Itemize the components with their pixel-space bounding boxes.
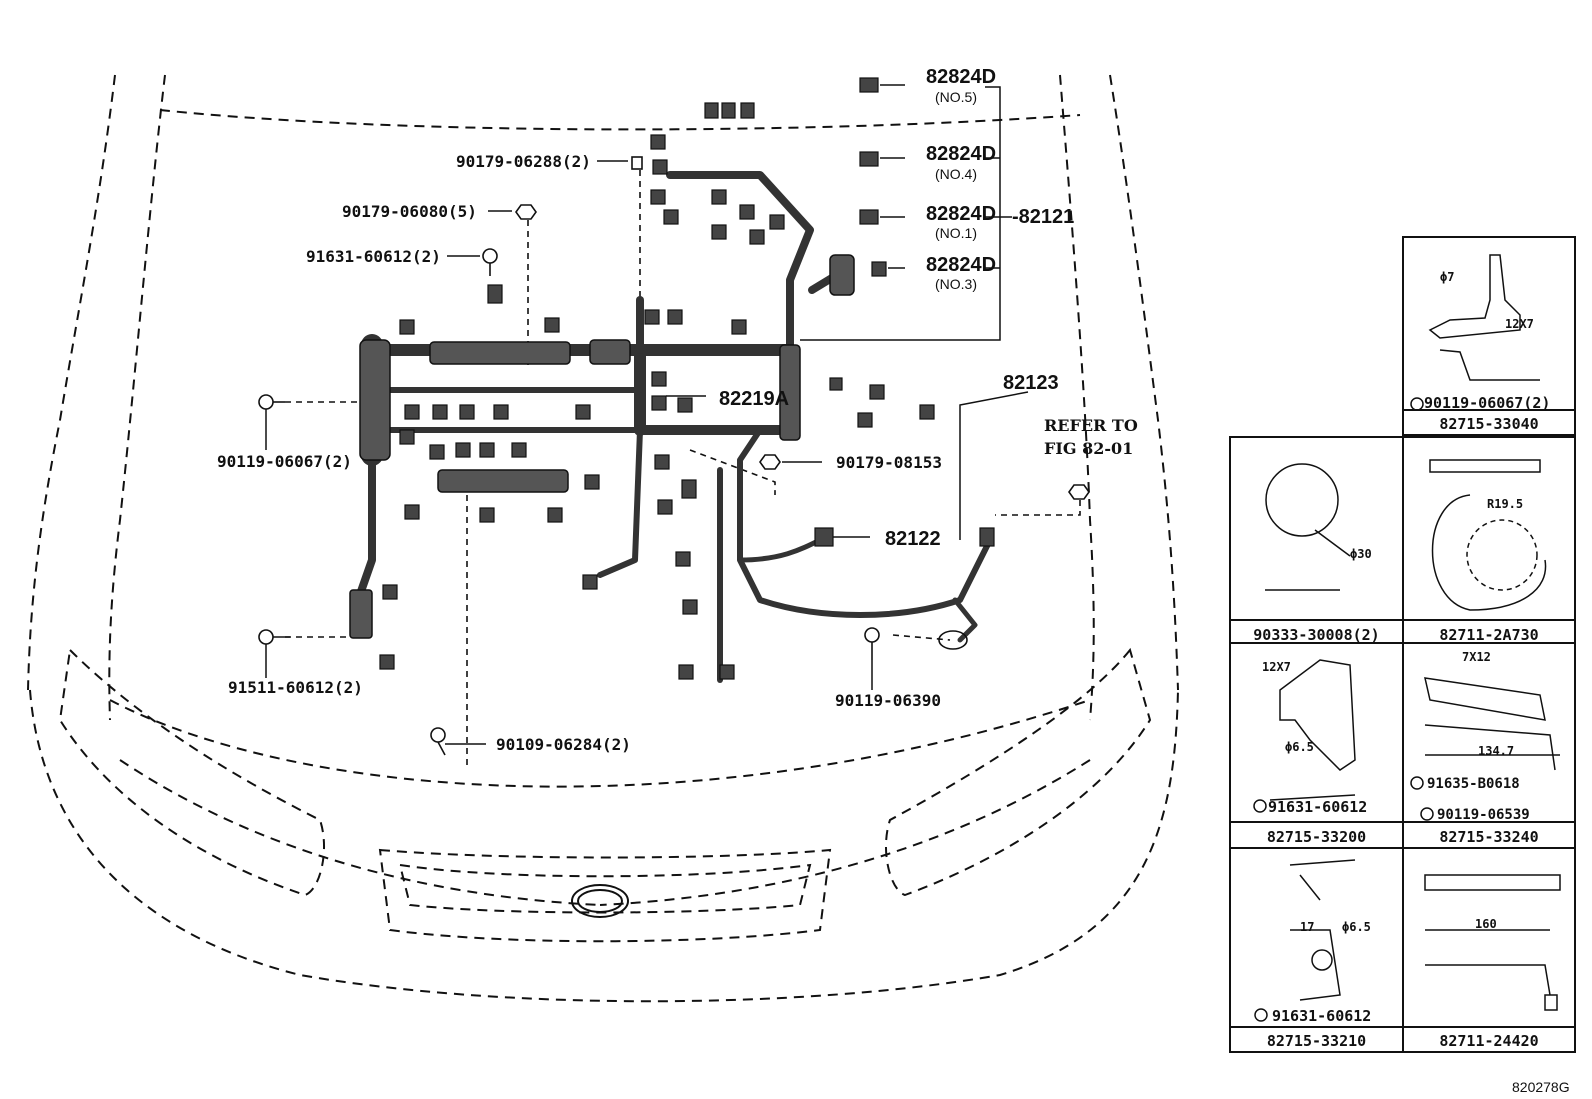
callout-82219A: 82219A xyxy=(719,388,790,410)
relay-no5-part: 82824D xyxy=(926,66,997,88)
relay-no5-note: (NO.5) xyxy=(935,89,977,105)
inset-caption-82711-24420: 82711-24420 xyxy=(1439,1032,1539,1050)
relay-no1-note: (NO.1) xyxy=(935,225,977,241)
inset-bolt-91631-60612-a: 91631-60612 xyxy=(1268,798,1368,816)
inset-dim-phi30: ϕ30 xyxy=(1350,547,1372,561)
inset-bolts xyxy=(1253,397,1434,1022)
inset-caption-82715-33240: 82715-33240 xyxy=(1439,828,1539,846)
connectors xyxy=(379,77,995,680)
relay-no3-note: (NO.3) xyxy=(935,276,977,292)
callout-91511-60612: 91511-60612(2) xyxy=(228,678,363,697)
leader-lines xyxy=(285,170,1081,770)
inset-caption-82711-2A730: 82711-2A730 xyxy=(1439,626,1539,644)
inset-dim-17: 17 xyxy=(1300,920,1315,934)
inset-caption-82715-33200: 82715-33200 xyxy=(1266,828,1367,846)
inset-bolt-91631-60612-b: 91631-60612 xyxy=(1272,1007,1372,1025)
relay-no4-note: (NO.4) xyxy=(935,166,977,182)
relay-no3-part: 82824D xyxy=(926,254,997,276)
inset-dim-134-7: 134.7 xyxy=(1478,744,1515,758)
callout-90179-08153: 90179-08153 xyxy=(836,453,942,472)
inset-caption-82715-33040: 82715-33040 xyxy=(1439,415,1539,433)
inset-bolt-91635-b0618: 91635-B0618 xyxy=(1427,776,1520,792)
harness-bundles xyxy=(354,171,993,683)
emblem xyxy=(571,884,629,918)
inset-dim-r19-5: R19.5 xyxy=(1487,497,1524,511)
callout-82122: 82122 xyxy=(885,528,941,550)
inset-caption-90333-30008: 90333-30008(2) xyxy=(1253,626,1380,644)
refer-to-line2: FIG 82-01 xyxy=(1044,439,1134,458)
callout-90119-06067: 90119-06067(2) xyxy=(217,452,352,471)
harness-ducts xyxy=(349,254,855,639)
callout-90119-06390: 90119-06390 xyxy=(835,691,941,710)
inset-bolt-90119-06067: 90119-06067(2) xyxy=(1424,394,1551,412)
callout-90179-06288: 90179-06288(2) xyxy=(456,152,591,171)
inset-dim-12x7-b: 12X7 xyxy=(1262,660,1291,674)
inset-bolt-90119-06539: 90119-06539 xyxy=(1437,807,1530,823)
diagram-code: 820278G xyxy=(1512,1079,1570,1095)
inset-dim-phi7: ϕ7 xyxy=(1440,270,1455,284)
relay-no4-part: 82824D xyxy=(926,143,997,165)
inset-dim-12x7: 12X7 xyxy=(1505,317,1534,331)
relay-no1-part: 82824D xyxy=(926,203,997,225)
inset-dim-phi6-5-b: ϕ6.5 xyxy=(1342,920,1371,934)
inset-part-drawings xyxy=(1265,254,1561,1011)
inset-dim-160: 160 xyxy=(1475,917,1497,931)
solid-leaders xyxy=(265,84,1029,745)
callout-90179-06080: 90179-06080(5) xyxy=(342,202,477,221)
car-body-outline xyxy=(27,74,1179,1003)
inset-caption-82715-33210: 82715-33210 xyxy=(1266,1032,1367,1050)
refer-to-line1: REFER TO xyxy=(1044,416,1138,435)
callout-91631-60612: 91631-60612(2) xyxy=(306,247,441,266)
callout-90109-06284: 90109-06284(2) xyxy=(496,735,631,754)
inset-dim-7x12: 7X12 xyxy=(1462,650,1491,664)
callout-82121: -82121 xyxy=(1012,206,1075,228)
fasteners xyxy=(258,156,1090,756)
callout-82123: 82123 xyxy=(1003,372,1059,394)
inset-panel-frames xyxy=(1229,236,1576,1053)
inset-dim-phi6-5-a: ϕ6.5 xyxy=(1285,740,1314,754)
